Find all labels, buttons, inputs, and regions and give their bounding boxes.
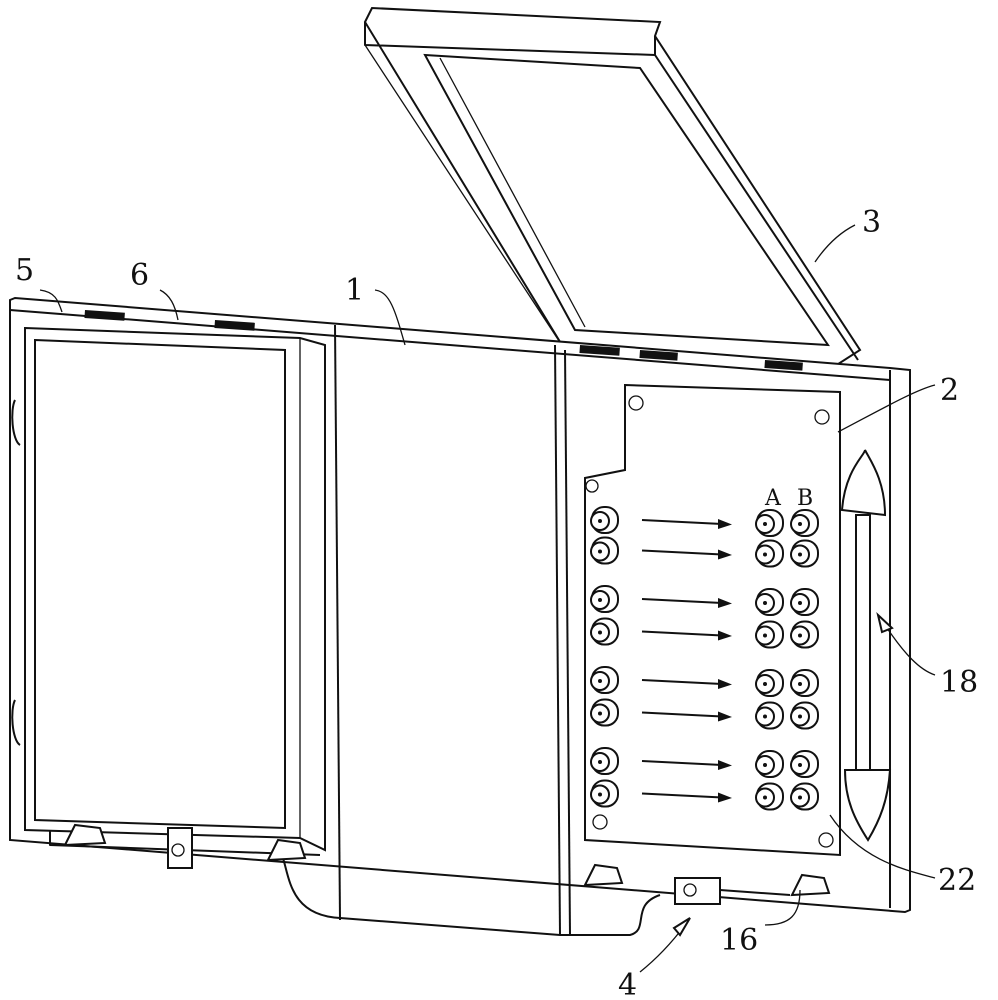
- label-3: 3: [862, 205, 881, 240]
- label-2: 2: [940, 373, 959, 408]
- label-A: A: [764, 486, 782, 511]
- input-connector: [590, 698, 619, 727]
- input-connector: [590, 666, 619, 694]
- connector-plate: [584, 383, 841, 857]
- input-connector: [590, 585, 619, 613]
- input-connector: [590, 506, 619, 534]
- arrow-head: [718, 519, 732, 529]
- arrow: [641, 792, 723, 799]
- label-16: 16: [720, 923, 758, 958]
- output-connector-b: [790, 588, 819, 616]
- arrow-head: [718, 792, 732, 803]
- input-connector: [590, 779, 619, 808]
- right-clips: [583, 863, 831, 905]
- output-connector-a: [755, 588, 784, 616]
- label-1: 1: [345, 273, 364, 308]
- output-connector-a: [755, 620, 784, 649]
- output-connector-a: [755, 782, 784, 811]
- lid: [363, 6, 862, 370]
- arrow: [641, 760, 723, 766]
- input-connector: [590, 747, 619, 775]
- left-clips: [63, 823, 307, 869]
- arrow-head: [718, 679, 732, 689]
- arrow: [641, 711, 723, 718]
- arrow: [641, 549, 723, 556]
- label-5: 5: [15, 253, 34, 288]
- output-connector-b: [790, 669, 819, 697]
- output-connector-b: [790, 539, 819, 568]
- arrow-head: [718, 549, 732, 560]
- input-connector: [590, 617, 619, 646]
- output-connector-a: [755, 750, 784, 778]
- arrow-head: [718, 630, 732, 641]
- output-connector-b: [790, 701, 819, 730]
- arrow-head: [718, 598, 732, 608]
- label-4: 4: [618, 968, 637, 1000]
- output-connector-b: [790, 782, 819, 811]
- output-connector-b: [790, 620, 819, 649]
- handle: [840, 449, 892, 842]
- arrow-head: [718, 760, 732, 770]
- output-connector-b: [790, 750, 819, 778]
- input-connector: [590, 536, 619, 565]
- label-B: B: [797, 486, 813, 511]
- output-connector-a: [755, 669, 784, 697]
- leader-lines: [39, 224, 936, 973]
- output-connector-a: [755, 509, 784, 537]
- output-connector-b: [790, 509, 819, 537]
- label-6: 6: [130, 258, 149, 293]
- output-connector-a: [755, 701, 784, 730]
- arrow: [641, 519, 723, 525]
- arrow: [641, 679, 723, 685]
- arrow: [641, 630, 723, 637]
- output-connector-a: [755, 539, 784, 568]
- left-screen: [11, 326, 326, 856]
- arrow-head: [718, 711, 732, 722]
- label-18: 18: [940, 665, 978, 700]
- label-22: 22: [938, 863, 976, 898]
- arrow: [641, 598, 723, 604]
